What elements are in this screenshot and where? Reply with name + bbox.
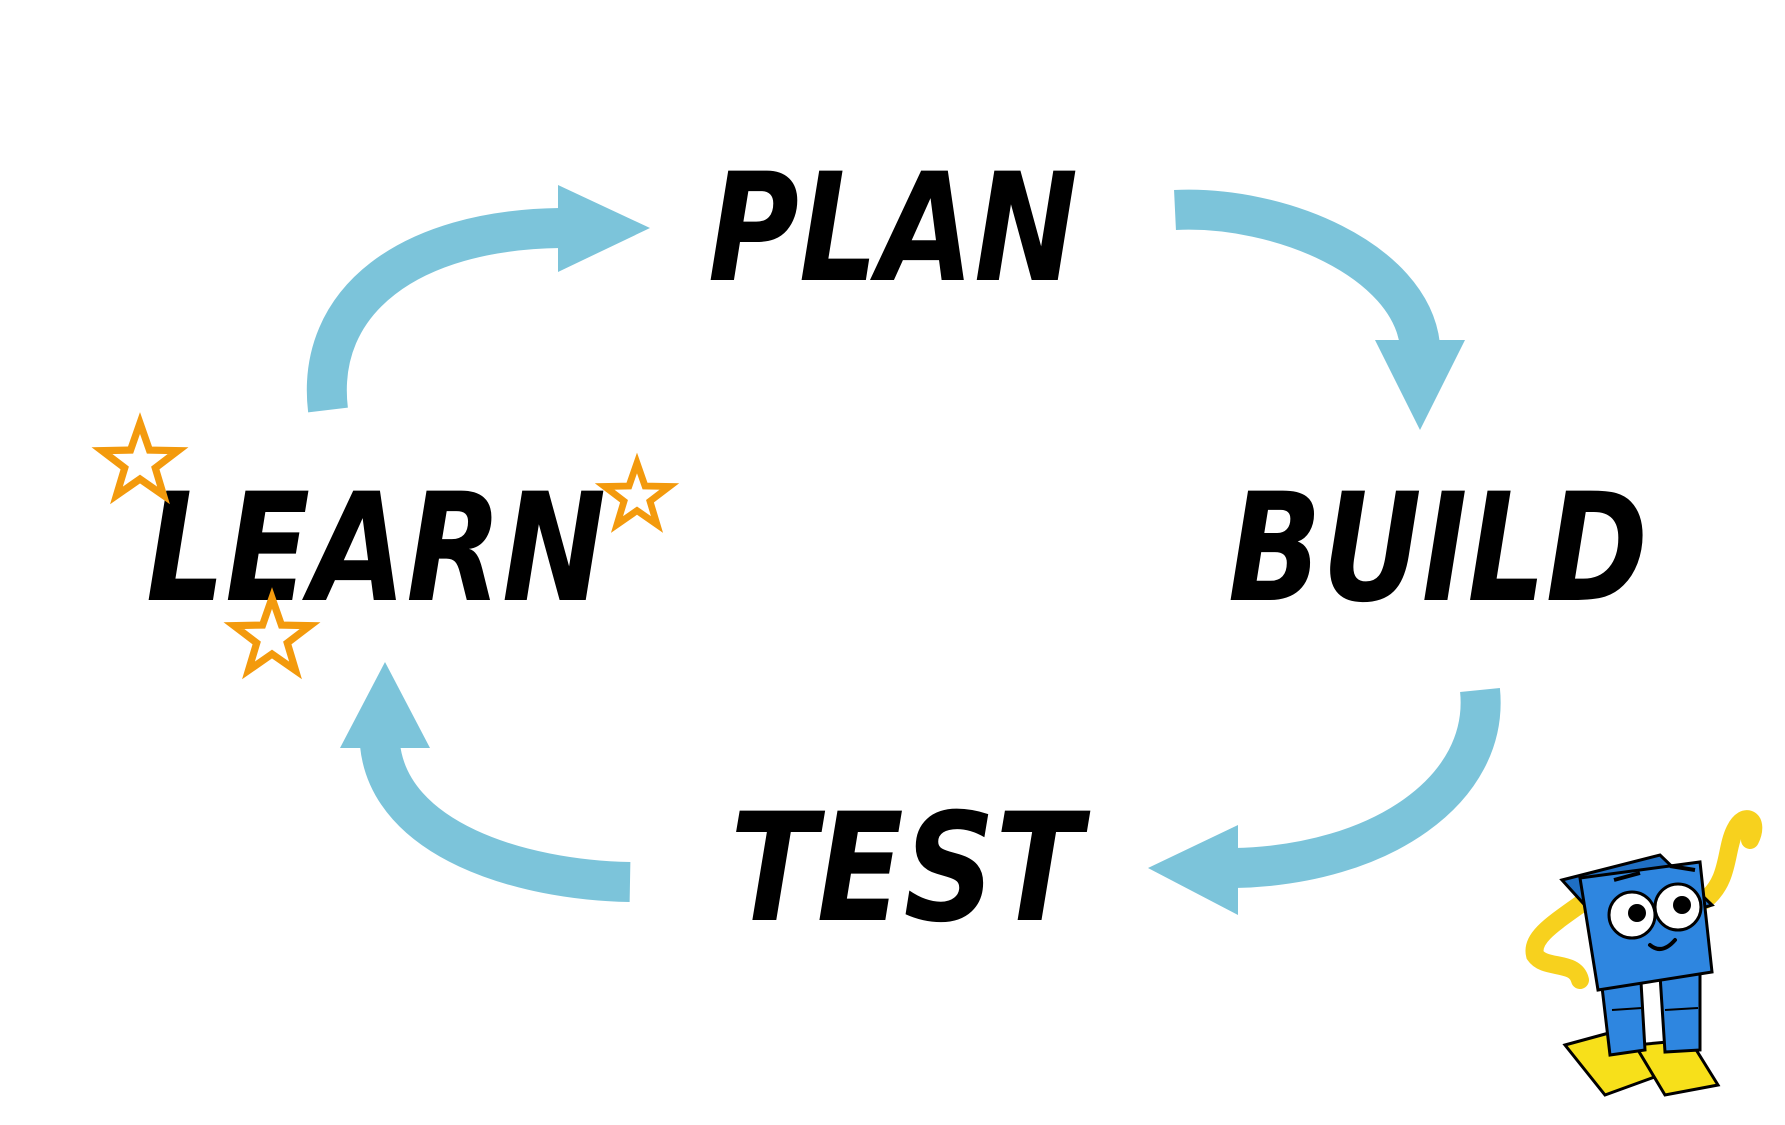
arrow-plan-to-build [1174, 189, 1465, 430]
stage-test: TEST [730, 782, 1091, 956]
star-outline-icon [91, 412, 189, 505]
robot-mascot-icon [1525, 810, 1763, 1097]
star-outline-icon [594, 452, 680, 533]
stage-build: BUILD [1228, 462, 1648, 636]
arrow-learn-to-plan [306, 185, 650, 413]
star-outline-icon [223, 587, 321, 680]
stage-plan: PLAN [708, 142, 1078, 316]
arrow-test-to-learn [340, 662, 631, 902]
arrow-build-to-test [1148, 688, 1501, 915]
stage-learn: LEARN [146, 462, 606, 636]
